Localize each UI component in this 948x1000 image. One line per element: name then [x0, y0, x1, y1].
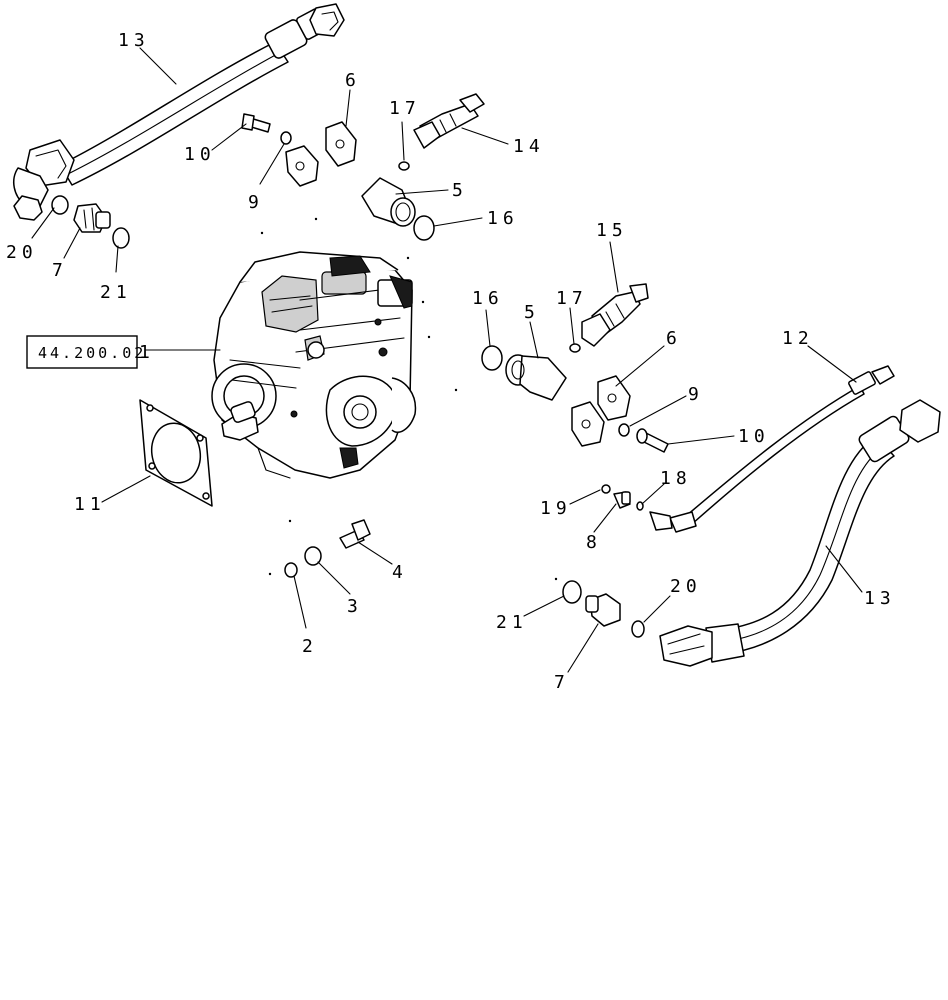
callout-6: 6	[345, 70, 361, 91]
callout-6: 6	[666, 328, 682, 349]
callout-21: 21	[496, 612, 528, 633]
callout-20: 20	[670, 576, 702, 597]
callout-7: 7	[554, 672, 570, 693]
washer-2	[284, 562, 298, 578]
callout-15: 15	[596, 220, 628, 241]
leader-lines	[31, 47, 863, 673]
o-ring-16-lower	[481, 345, 503, 371]
hose-12	[649, 365, 895, 533]
callout-9: 9	[248, 192, 264, 213]
callout-7: 7	[52, 260, 68, 281]
callout-13: 13	[118, 30, 150, 51]
o-ring-21-lower	[562, 580, 582, 604]
callout-20: 20	[6, 242, 38, 263]
reference-box[interactable]: 44.200.02 1	[26, 335, 155, 369]
gasket-11	[139, 399, 213, 507]
adapter-7-lower	[585, 593, 621, 627]
hydraulic-pump-body	[211, 251, 417, 479]
callout-9: 9	[688, 384, 704, 405]
callout-labels: 13 6 17 14 10 9 5 16 20 7 21 15 16 5 17 …	[6, 30, 896, 693]
callout-4: 4	[392, 562, 408, 583]
connector-15	[581, 283, 649, 347]
callout-17: 17	[389, 98, 421, 119]
callout-18: 18	[660, 468, 692, 489]
callout-3: 3	[347, 596, 363, 617]
reference-box-code[interactable]: 44.200.02	[38, 344, 146, 362]
callout-8: 8	[586, 532, 602, 553]
callout-10: 10	[184, 144, 216, 165]
callout-13: 13	[864, 588, 896, 609]
callout-5: 5	[452, 180, 468, 201]
callout-16: 16	[472, 288, 504, 309]
callout-16: 16	[487, 208, 519, 229]
elbow-fitting-5-upper	[361, 177, 416, 227]
washer-9-lower	[618, 423, 630, 437]
hose-13-lower	[659, 399, 941, 667]
callout-19: 19	[540, 498, 572, 519]
washer-9-upper	[280, 131, 292, 145]
flange-halves-6-upper	[285, 121, 357, 187]
callout-12: 12	[782, 328, 814, 349]
o-ring-19	[601, 484, 611, 494]
o-ring-20-lower	[631, 620, 645, 638]
bolt-4	[339, 519, 371, 549]
o-ring-20-upper-left	[51, 195, 69, 215]
connector-14	[413, 93, 485, 149]
callout-1: 1	[139, 342, 155, 363]
callout-5: 5	[524, 302, 540, 323]
callout-11: 11	[74, 494, 106, 515]
adapter-7-upper	[73, 203, 111, 233]
o-ring-21-upper-left	[112, 227, 130, 249]
callout-10: 10	[738, 426, 770, 447]
callout-17: 17	[556, 288, 588, 309]
hose-13-upper	[12, 3, 345, 221]
elbow-fitting-5-lower	[505, 354, 567, 401]
o-ring-16-upper	[413, 215, 435, 241]
washer-3	[304, 546, 322, 566]
fitting-8	[613, 491, 631, 509]
o-ring-17-upper	[398, 161, 410, 171]
bolt-10-upper	[241, 113, 271, 133]
bolt-10-lower	[636, 428, 669, 453]
drawing-dots	[260, 217, 558, 581]
flange-halves-6-lower	[571, 375, 631, 447]
callout-21: 21	[100, 282, 132, 303]
callout-14: 14	[513, 136, 545, 157]
o-ring-17-lower	[569, 343, 581, 353]
callout-2: 2	[302, 636, 318, 657]
